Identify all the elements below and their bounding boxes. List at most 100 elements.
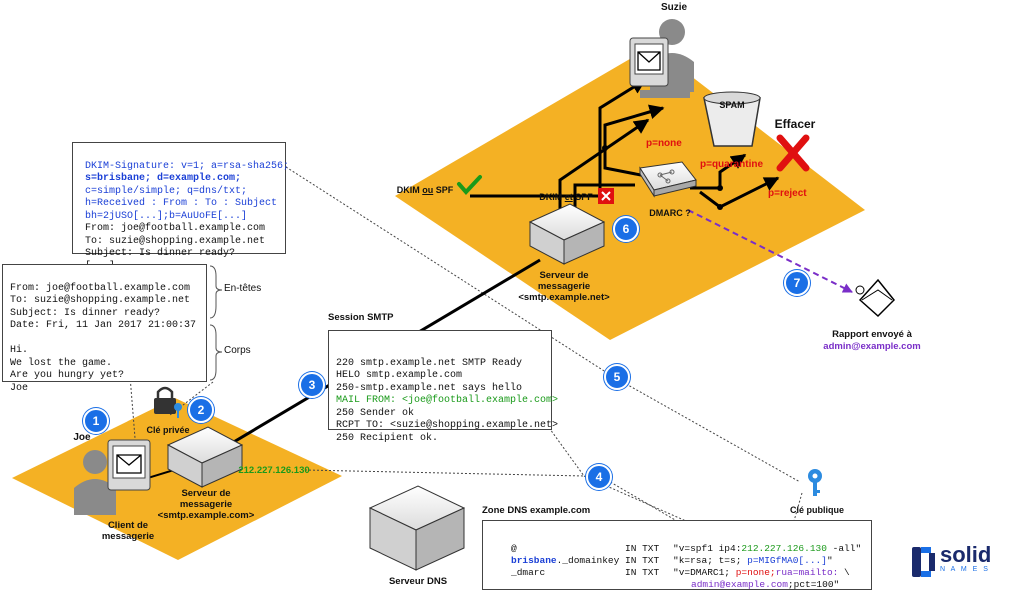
dns-r3-b: \	[838, 567, 850, 578]
report-label-l1: Rapport envoyé à	[832, 329, 912, 340]
dns-r2-type: IN TXT	[625, 555, 660, 566]
email-body-3: Are you hungry yet?	[10, 370, 125, 381]
dns-r1-name: @	[511, 543, 517, 554]
dns-server-label: Serveur DNS	[388, 576, 448, 587]
step-badge-4: 4	[586, 464, 612, 490]
recipient-server-l2: messagerie	[537, 281, 591, 292]
suzie-label: Suzie	[660, 2, 688, 13]
logo-solid: solid	[940, 542, 992, 567]
email-body-2: We lost the game.	[10, 357, 113, 369]
dns-zone-note: @ IN TXT "v=spf1 ip4:212.227.126.130 -all"…	[482, 520, 872, 590]
step-badge-1: 1	[83, 408, 109, 434]
recipient-server-l1: Serveur de	[539, 270, 589, 281]
dkim-line-4: h=Received : From : To : Subject	[85, 198, 278, 209]
sender-server-l1: Serveur de	[181, 488, 231, 499]
joe-label: Joe	[73, 432, 91, 443]
step-badge-2: 2	[188, 397, 214, 423]
dns-r2-a: "k=rsa; t=s;	[673, 555, 748, 566]
joe-person-icon	[74, 439, 151, 515]
report-label-email: admin@example.com	[823, 341, 921, 352]
recipient-server-l3: <smtp.example.net>	[518, 292, 610, 303]
headers-brace	[209, 265, 223, 319]
headers-label: En-têtes	[224, 283, 262, 294]
step-badge-5: 5	[604, 364, 630, 390]
dkim-header-note: DKIM-Signature: v=1; a=rsa-sha256;s=bris…	[72, 142, 290, 272]
p-quarantine-label: p=quarantine	[700, 159, 764, 170]
dns-r2-p: p=MIGfMA0[...]	[747, 555, 827, 566]
report-arrow	[687, 209, 853, 293]
step-badge-3: 3	[299, 372, 325, 398]
dns-r1-a: "v=spf1 ip4:	[673, 543, 742, 554]
dns-r2-b: "	[826, 555, 833, 566]
dkim-ou-spf-spf: SPF	[435, 185, 454, 195]
dns-r1-ip: 212.227.126.130	[741, 543, 827, 554]
recipient-platform	[395, 46, 865, 340]
mail-client-l1: Client de	[107, 520, 149, 531]
mail-client-l2: messagerie	[101, 531, 155, 542]
spam-label: SPAM	[719, 100, 745, 110]
dkim-et-spf-label: DKIM et SPF	[535, 192, 597, 202]
dns-r3-rua: rua=mailto:	[775, 567, 839, 578]
body-label: Corps	[224, 345, 251, 356]
dns-r2-name: ._domainkey	[556, 555, 620, 566]
dkim-line-1: DKIM-Signature: v=1; a=rsa-sha256;	[85, 160, 290, 172]
sender-server-l2: messagerie	[179, 499, 233, 510]
fail-x-icon	[598, 188, 614, 204]
smtp-line-1: 220 smtp.example.net SMTP Ready	[336, 357, 523, 369]
padlock-icon	[154, 386, 176, 414]
dkim-line-8: Subject: Is dinner ready?	[85, 248, 236, 259]
sender-platform	[12, 398, 342, 560]
public-key-label: Clé publique	[790, 505, 844, 515]
dmarc-label: DMARC ?	[649, 208, 691, 218]
smtp-session-label: Session SMTP	[328, 312, 394, 323]
dns-r1-b: -all"	[826, 543, 862, 554]
dns-r3-p: p=none;	[735, 567, 776, 578]
dns-r3-mail: admin@example.com	[691, 579, 788, 590]
dkim-ou-spf-ou: ou	[422, 185, 434, 195]
dns-r3-type: IN TXT	[625, 567, 660, 578]
email-to: To: suzie@shopping.example.net	[10, 295, 191, 306]
smtp-line-4: MAIL FROM: <joe@football.example.com>	[336, 395, 559, 406]
step-badge-6: 6	[613, 216, 639, 242]
delete-x-icon	[776, 134, 810, 172]
dkim-line-5: bh=2jUSO[...];b=AuUoFE[...]	[85, 210, 248, 222]
dmarc-router-icon	[639, 161, 697, 198]
dkim-line-7: To: suzie@shopping.example.net	[85, 235, 266, 247]
dns-r2-selector: brisbane	[511, 555, 557, 566]
dkim-line-3: c=simple/simple; q=dns/txt;	[85, 185, 248, 197]
body-brace	[209, 324, 223, 381]
recipient-server-icon	[528, 203, 606, 265]
dns-r1-type: IN TXT	[625, 543, 660, 554]
smtp-line-2: HELO smtp.example.com	[336, 370, 463, 381]
email-body-4: Joe	[10, 382, 29, 394]
logo-names: N A M E S	[940, 566, 990, 573]
effacer-label: Effacer	[774, 117, 816, 131]
smtp-line-3: 250-smtp.example.net says hello	[336, 382, 523, 394]
email-from: From: joe@football.example.com	[10, 282, 191, 294]
report-envelope-icon	[855, 278, 896, 318]
email-body-1: Hi.	[10, 345, 29, 356]
email-subject: Subject: Is dinner ready?	[10, 307, 161, 319]
smtp-line-5: 250 Sender ok	[336, 407, 415, 419]
dkim-line-6: From: joe@football.example.com	[85, 223, 266, 234]
dkim-domain: d=example.com;	[151, 173, 242, 184]
dns-r3-a: "v=DMARC1;	[673, 567, 736, 578]
sender-server-icon	[166, 426, 244, 488]
step-badge-7: 7	[784, 270, 810, 296]
dkim-et-spf-et: et	[564, 192, 573, 202]
p-reject-label: p=reject	[768, 188, 807, 199]
private-key-icon	[174, 403, 182, 418]
spam-bin-icon	[703, 91, 761, 147]
solidnames-logo-mark	[912, 547, 935, 577]
dkim-ou-spf-dkim: DKIM	[396, 185, 420, 195]
solidnames-logo-text: solid N A M E S	[940, 542, 1020, 574]
dkim-et-spf-dkim: DKIM	[539, 192, 563, 202]
dns-zone-label: Zone DNS example.com	[482, 505, 591, 516]
public-key-icon	[808, 469, 822, 496]
p-none-label: p=none	[646, 138, 682, 149]
dns-server-icon	[368, 485, 466, 571]
